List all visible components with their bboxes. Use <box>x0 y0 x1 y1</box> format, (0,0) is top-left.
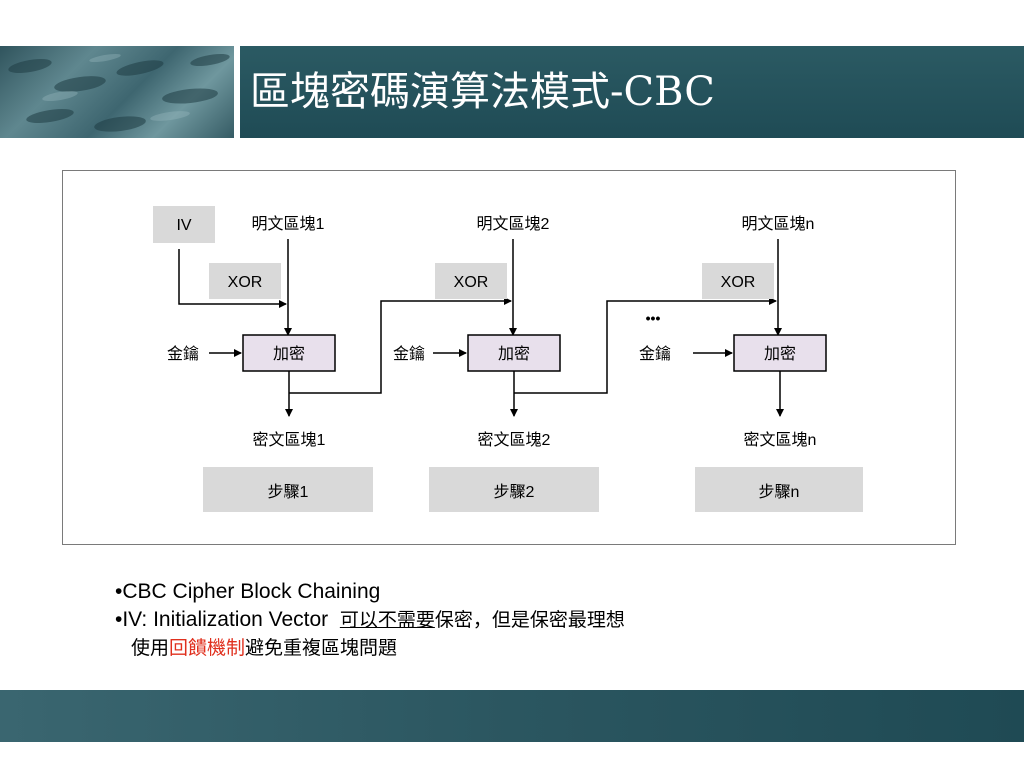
bullet-cbc-text: •CBC Cipher Block Chaining <box>115 580 381 603</box>
plaintext-block-n: 明文區塊n <box>742 215 815 233</box>
ciphertext-block-1: 密文區塊1 <box>253 431 326 449</box>
plaintext-block-2: 明文區塊2 <box>477 215 550 233</box>
key-label-1: 金鑰 <box>167 345 199 363</box>
encrypt-label-n: 加密 <box>764 345 796 363</box>
bullet-cbc: •CBC Cipher Block Chaining <box>115 578 835 606</box>
key-label-2: 金鑰 <box>393 345 425 363</box>
bullet-iv-prefix: •IV: Initialization Vector <box>115 608 329 631</box>
xor-label-2: XOR <box>454 274 489 291</box>
key-label-n: 金鑰 <box>639 345 671 363</box>
notes: •CBC Cipher Block Chaining •IV: Initiali… <box>115 578 835 662</box>
xor-box-n <box>702 263 774 299</box>
iv-label: IV <box>176 217 191 234</box>
ciphertext-block-n: 密文區塊n <box>744 431 817 449</box>
xor-label-1: XOR <box>228 274 263 291</box>
step-label-n: 步驟n <box>759 483 800 501</box>
note-feedback: 使用回饋機制避免重複區塊問題 <box>115 634 835 662</box>
bullet-iv: •IV: Initialization Vector 可以不需要保密，但是保密最… <box>115 606 835 634</box>
bullet-iv-underlined: 可以不需要 <box>339 609 435 631</box>
step-box-n <box>695 467 863 512</box>
step-box-2 <box>429 467 599 512</box>
chain-arrow-1 <box>289 297 512 394</box>
step-label-1: 步驟1 <box>268 483 309 501</box>
chain-arrow-2 <box>514 297 777 394</box>
encrypt-label-1: 加密 <box>273 345 305 363</box>
bullet-iv-suffix: 保密，但是保密最理想 <box>434 609 625 631</box>
iv-arrow <box>178 249 287 308</box>
xor-box-2 <box>435 263 507 299</box>
step-label-2: 步驟2 <box>494 483 535 501</box>
header-fish-image <box>0 46 234 138</box>
xor-label-n: XOR <box>721 274 756 291</box>
note-feedback-highlight: 回饋機制 <box>169 637 246 659</box>
iv-box <box>153 206 215 243</box>
encrypt-label-2: 加密 <box>498 345 530 363</box>
footer-bar <box>0 690 1024 742</box>
encrypt-box-1 <box>242 334 336 372</box>
plaintext-block-1: 明文區塊1 <box>252 215 325 233</box>
ellipsis-dots: ••• <box>646 310 661 326</box>
title-bar <box>240 46 1024 138</box>
ciphertext-block-2: 密文區塊2 <box>478 431 551 449</box>
xor-box-1 <box>209 263 281 299</box>
step-box-1 <box>203 467 373 512</box>
cbc-diagram: IV 明文區塊1 XOR 金鑰 加密 密文區塊1 步驟1 明文區塊2 XOR 金… <box>62 170 956 545</box>
note-feedback-prefix: 使用 <box>131 637 170 659</box>
encrypt-box-2 <box>467 334 561 372</box>
note-feedback-suffix: 避免重複區塊問題 <box>245 637 398 659</box>
slide-title: 區塊密碼演算法模式-CBC <box>250 69 715 115</box>
